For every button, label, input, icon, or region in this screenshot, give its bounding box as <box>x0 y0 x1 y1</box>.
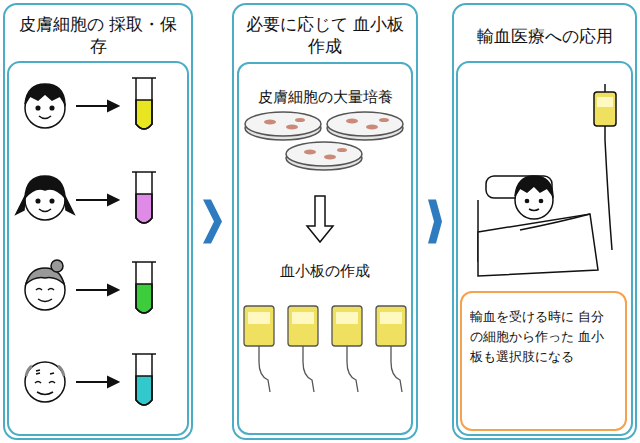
chevron-shape <box>203 200 222 244</box>
step-box: 皮膚細胞の大量培養血小板の作成 <box>237 62 413 435</box>
chevron-shape <box>428 200 442 244</box>
blood-bags <box>244 306 406 392</box>
step-label: 血小板の作成 <box>243 262 407 282</box>
chevron-arrow <box>428 200 442 244</box>
donor-faces <box>16 84 74 402</box>
patient-illustration <box>478 84 616 276</box>
arrows <box>76 101 118 387</box>
inner-frame <box>8 62 188 435</box>
inner-frame <box>457 62 632 435</box>
chevron-arrow <box>203 200 222 244</box>
petri-dishes <box>245 112 403 170</box>
note-box: 輸血を受ける時に 自分の細胞から作った 血小板も選択肢になる <box>460 291 627 431</box>
panel-heading: 必要に応じて 血小板作成 <box>240 13 410 57</box>
process-panel: 必要に応じて 血小板作成皮膚細胞の大量培養血小板の作成 <box>232 3 418 440</box>
step-label: 皮膚細胞の大量培養 <box>243 88 407 108</box>
process-panel: 輸血医療への応用輸血を受ける時に 自分の細胞から作った 血小板も選択肢になる <box>452 3 637 440</box>
test-tubes <box>132 78 156 405</box>
down-arrow <box>307 196 333 242</box>
process-panel: 皮膚細胞の 採取・保存 <box>3 3 193 440</box>
panel-heading: 皮膚細胞の 採取・保存 <box>11 13 185 57</box>
panel-heading: 輸血医療への応用 <box>460 25 629 47</box>
note-text: 輸血を受ける時に 自分の細胞から作った 血小板も選択肢になる <box>470 307 617 367</box>
